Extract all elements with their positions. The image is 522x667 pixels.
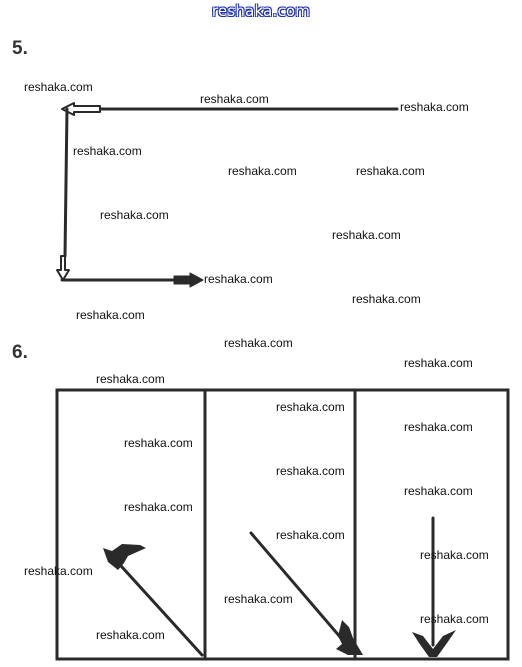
watermark: reshaka.com [124,500,193,514]
watermark: reshaka.com [96,628,165,642]
arrowhead-down-right [336,620,363,655]
watermark: reshaka.com [100,208,169,222]
diagonal-arrow-up-left [110,554,204,657]
watermark: reshaka.com [24,80,93,94]
watermark: reshaka.com [404,420,473,434]
watermark: reshaka.com [224,336,293,350]
watermark: reshaka.com [276,464,345,478]
problem-6-number: 6. [12,342,28,363]
watermark: reshaka.com [76,308,145,322]
site-title: reshaka.com [211,2,311,20]
watermark: reshaka.com [400,100,469,114]
watermark: reshaka.com [204,272,273,286]
arrowhead-up-left [103,544,146,570]
watermark: reshaka.com [356,164,425,178]
watermark: reshaka.com [332,228,401,242]
down-arrow-outline [56,255,70,281]
problem-5-drawing [56,102,399,288]
diagonal-arrow-down-right [249,531,349,647]
watermark: reshaka.com [352,292,421,306]
outer-box [55,388,510,661]
watermark: reshaka.com [420,612,489,626]
watermark: reshaka.com [276,528,345,542]
vertical-line [63,107,69,258]
watermark: reshaka.com [124,436,193,450]
watermark: reshaka.com [73,144,142,158]
arrowhead-down [412,630,456,657]
watermark: reshaka.com [200,92,269,106]
watermark: reshaka.com [276,400,345,414]
problem-5-number: 5. [12,38,28,59]
problem-6-drawing [55,388,510,661]
watermark: reshaka.com [96,372,165,386]
watermark: reshaka.com [224,592,293,606]
watermark: reshaka.com [228,164,297,178]
watermark: reshaka.com [24,564,93,578]
watermark: reshaka.com [404,356,473,370]
watermark: reshaka.com [404,484,473,498]
watermark: reshaka.com [420,548,489,562]
right-arrow-filled [173,272,204,288]
